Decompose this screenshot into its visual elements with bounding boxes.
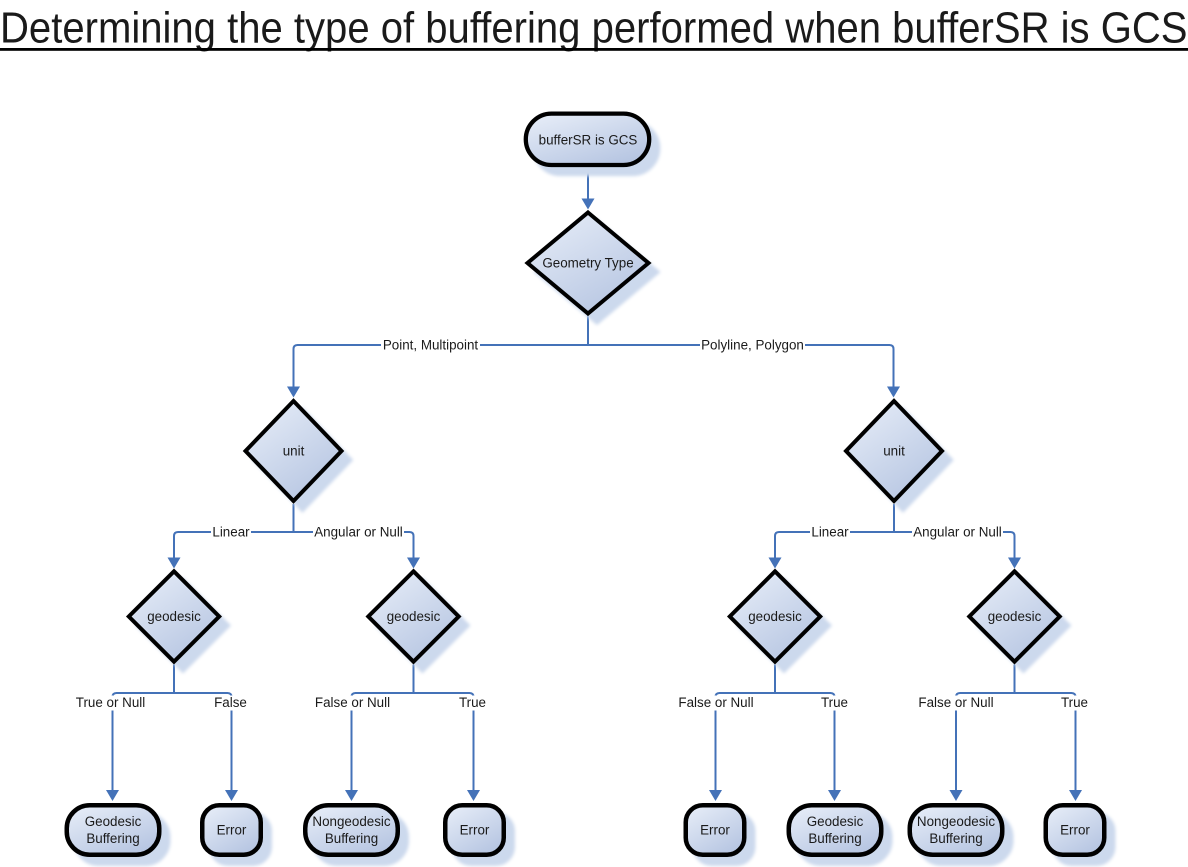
svg-text:Buffering: Buffering	[929, 831, 982, 846]
svg-text:Angular or Null: Angular or Null	[314, 525, 403, 540]
svg-text:bufferSR is GCS: bufferSR is GCS	[539, 133, 638, 148]
svg-text:Linear: Linear	[212, 525, 250, 540]
svg-text:False or Null: False or Null	[315, 695, 390, 710]
svg-text:False: False	[214, 695, 247, 710]
svg-text:Buffering: Buffering	[325, 831, 378, 846]
svg-text:True: True	[459, 695, 486, 710]
svg-text:True: True	[821, 695, 848, 710]
svg-text:Error: Error	[460, 823, 490, 838]
svg-text:Linear: Linear	[811, 525, 849, 540]
svg-text:Buffering: Buffering	[86, 831, 139, 846]
svg-text:Polyline, Polygon: Polyline, Polygon	[701, 338, 804, 353]
svg-text:Determining the type of buffer: Determining the type of buffering perfor…	[0, 5, 1188, 53]
svg-text:Angular or Null: Angular or Null	[913, 525, 1002, 540]
svg-text:geodesic: geodesic	[387, 609, 441, 624]
svg-text:geodesic: geodesic	[988, 609, 1042, 624]
svg-text:False or Null: False or Null	[918, 695, 993, 710]
svg-text:unit: unit	[883, 444, 905, 459]
svg-text:Nongeodesic: Nongeodesic	[917, 814, 995, 829]
svg-text:Geodesic: Geodesic	[807, 814, 864, 829]
svg-text:Geodesic: Geodesic	[85, 814, 142, 829]
svg-text:Buffering: Buffering	[808, 831, 861, 846]
svg-text:Nongeodesic: Nongeodesic	[312, 814, 390, 829]
svg-text:True or Null: True or Null	[76, 695, 145, 710]
svg-text:Error: Error	[700, 823, 730, 838]
svg-text:Error: Error	[1060, 823, 1090, 838]
svg-text:False or Null: False or Null	[678, 695, 753, 710]
svg-text:Point, Multipoint: Point, Multipoint	[383, 338, 479, 353]
svg-text:True: True	[1061, 695, 1088, 710]
svg-text:geodesic: geodesic	[748, 609, 802, 624]
svg-text:geodesic: geodesic	[147, 609, 201, 624]
svg-text:unit: unit	[283, 444, 305, 459]
svg-text:Error: Error	[217, 823, 247, 838]
svg-text:Geometry Type: Geometry Type	[542, 256, 633, 271]
